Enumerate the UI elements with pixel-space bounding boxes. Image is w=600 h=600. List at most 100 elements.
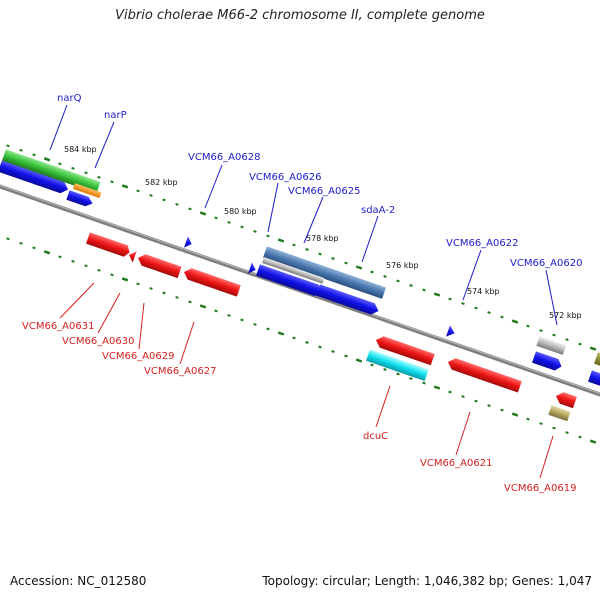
gene-label-VCM66_A0625[interactable]: VCM66_A0625 [288, 186, 360, 197]
ruler-tick [552, 426, 556, 430]
ruler-tick [578, 342, 582, 346]
ruler-tick [110, 180, 114, 184]
gene-arrow-VCM66_A0630[interactable] [127, 249, 137, 263]
ruler-tick [58, 255, 62, 259]
ruler-tick [19, 148, 23, 152]
ruler-tick [474, 306, 478, 310]
gene-bar-dcuC-cyan[interactable] [366, 349, 429, 381]
ruler-tick [121, 277, 129, 282]
gene-label-VCM66_A0629[interactable]: VCM66_A0629 [102, 351, 174, 362]
gene-bar-VCM66_A0620-silver[interactable] [536, 336, 567, 355]
position-label: 576 kbp [386, 261, 419, 270]
ruler-tick [422, 288, 426, 292]
ruler-tick [396, 279, 400, 283]
gene-arrow-VCM66_A0619[interactable] [554, 390, 577, 409]
gene-label-VCM66_A0631[interactable]: VCM66_A0631 [22, 321, 94, 332]
ruler-tick [370, 270, 374, 274]
ruler-tick [565, 338, 569, 342]
ruler-tick [175, 295, 179, 299]
ruler-tick [175, 202, 179, 206]
gene-arrow-small-b[interactable] [248, 262, 258, 275]
gene-label-VCM66_A0626[interactable]: VCM66_A0626 [249, 172, 321, 183]
position-labels: 584 kbp 582 kbp 580 kbp 578 kbp 576 kbp … [64, 145, 582, 320]
gene-arrow-narQ[interactable] [0, 160, 70, 195]
ruler-tick [277, 238, 285, 243]
ruler-tick [305, 341, 309, 344]
gene-bar-narP-orange[interactable] [73, 183, 102, 198]
ruler-tick [58, 162, 62, 166]
ruler-tick [355, 265, 363, 270]
ruler-tick [552, 333, 556, 337]
ruler-tick [292, 336, 296, 340]
gene-label-narP[interactable]: narP [104, 110, 127, 121]
ruler-tick [461, 395, 465, 398]
ruler-tick [32, 153, 36, 157]
ruler-tick [19, 241, 23, 245]
gene-arrow-VCM66_A0626[interactable] [256, 264, 324, 298]
ruler-tick [526, 324, 530, 328]
gene-label-VCM66_A0619[interactable]: VCM66_A0619 [504, 483, 576, 494]
gene-arrow-sdaA-2[interactable] [316, 284, 380, 316]
ruler-tick [162, 291, 166, 295]
ruler-tick [318, 345, 322, 349]
gene-bar-VCM66_A0626-steel[interactable] [263, 246, 387, 299]
ruler-tick [500, 408, 504, 412]
ruler-tick [227, 220, 231, 224]
ruler-tick [305, 248, 309, 251]
ruler-tick [188, 300, 192, 304]
reverse-gene-labels: VCM66_A0631 VCM66_A0630 VCM66_A0629 VCM6… [22, 321, 576, 494]
ruler-tick [277, 331, 285, 336]
gene-arrow-dcuC-red[interactable] [374, 334, 435, 366]
gene-bar-narQ-green[interactable] [2, 149, 101, 194]
ruler-tick [539, 329, 543, 333]
reverse-genes [86, 232, 577, 422]
gene-arrow-VCM66_A0631[interactable] [86, 232, 132, 258]
ruler-tick [97, 268, 101, 272]
gene-bar-edge-olive[interactable] [594, 352, 600, 368]
gene-arrow-small-a[interactable] [184, 236, 194, 249]
gene-label-VCM66_A0630[interactable]: VCM66_A0630 [62, 336, 134, 347]
ruler-tick [487, 311, 491, 315]
gene-arrow-VCM66_A0629[interactable] [136, 252, 182, 279]
ruler-tick [578, 435, 582, 439]
ruler-tick [344, 261, 348, 265]
ruler-tick [253, 322, 257, 326]
gene-arrow-VCM66_A0621[interactable] [446, 356, 522, 393]
gene-arrow-VCM66_A0627[interactable] [182, 266, 241, 297]
ruler-tick [162, 198, 166, 202]
reverse-ruler-ticks [6, 237, 597, 444]
gene-arrow-small-c[interactable] [446, 325, 457, 339]
ruler-tick [292, 243, 296, 247]
gene-bar-VCM66_A0626-silver[interactable] [262, 257, 325, 284]
gene-label-VCM66_A0622[interactable]: VCM66_A0622 [446, 238, 518, 249]
gene-arrow-narP[interactable] [66, 190, 94, 208]
ruler-tick [370, 363, 374, 367]
ruler-tick [511, 412, 519, 417]
gene-arrow-edge-blue[interactable] [588, 370, 600, 387]
position-label: 580 kbp [224, 207, 257, 216]
ruler-tick [43, 250, 51, 255]
gene-label-narQ[interactable]: narQ [57, 93, 82, 104]
ruler-tick [383, 275, 387, 278]
ruler-tick [240, 318, 244, 322]
ruler-tick [6, 144, 10, 148]
gene-label-dcuC[interactable]: dcuC [363, 431, 388, 442]
ruler-tick [32, 246, 36, 250]
gene-label-VCM66_A0628[interactable]: VCM66_A0628 [188, 152, 260, 163]
position-label: 584 kbp [64, 145, 97, 154]
gene-label-sdaA-2[interactable]: sdaA-2 [361, 205, 395, 216]
gene-label-VCM66_A0627[interactable]: VCM66_A0627 [144, 366, 216, 377]
ruler-tick [589, 346, 597, 351]
ruler-tick [396, 372, 400, 376]
ruler-tick [331, 350, 335, 353]
ruler-tick [266, 327, 270, 331]
ruler-tick [433, 385, 441, 390]
gene-bar-VCM66_A0619-khaki[interactable] [548, 405, 571, 422]
gene-label-VCM66_A0621[interactable]: VCM66_A0621 [420, 458, 492, 469]
gene-arrow-VCM66_A0620[interactable] [532, 351, 563, 372]
ruler-tick [227, 313, 231, 317]
ruler-tick [84, 171, 88, 175]
ruler-tick [589, 439, 597, 444]
gene-label-VCM66_A0620[interactable]: VCM66_A0620 [510, 258, 582, 269]
ruler-tick [199, 304, 207, 309]
